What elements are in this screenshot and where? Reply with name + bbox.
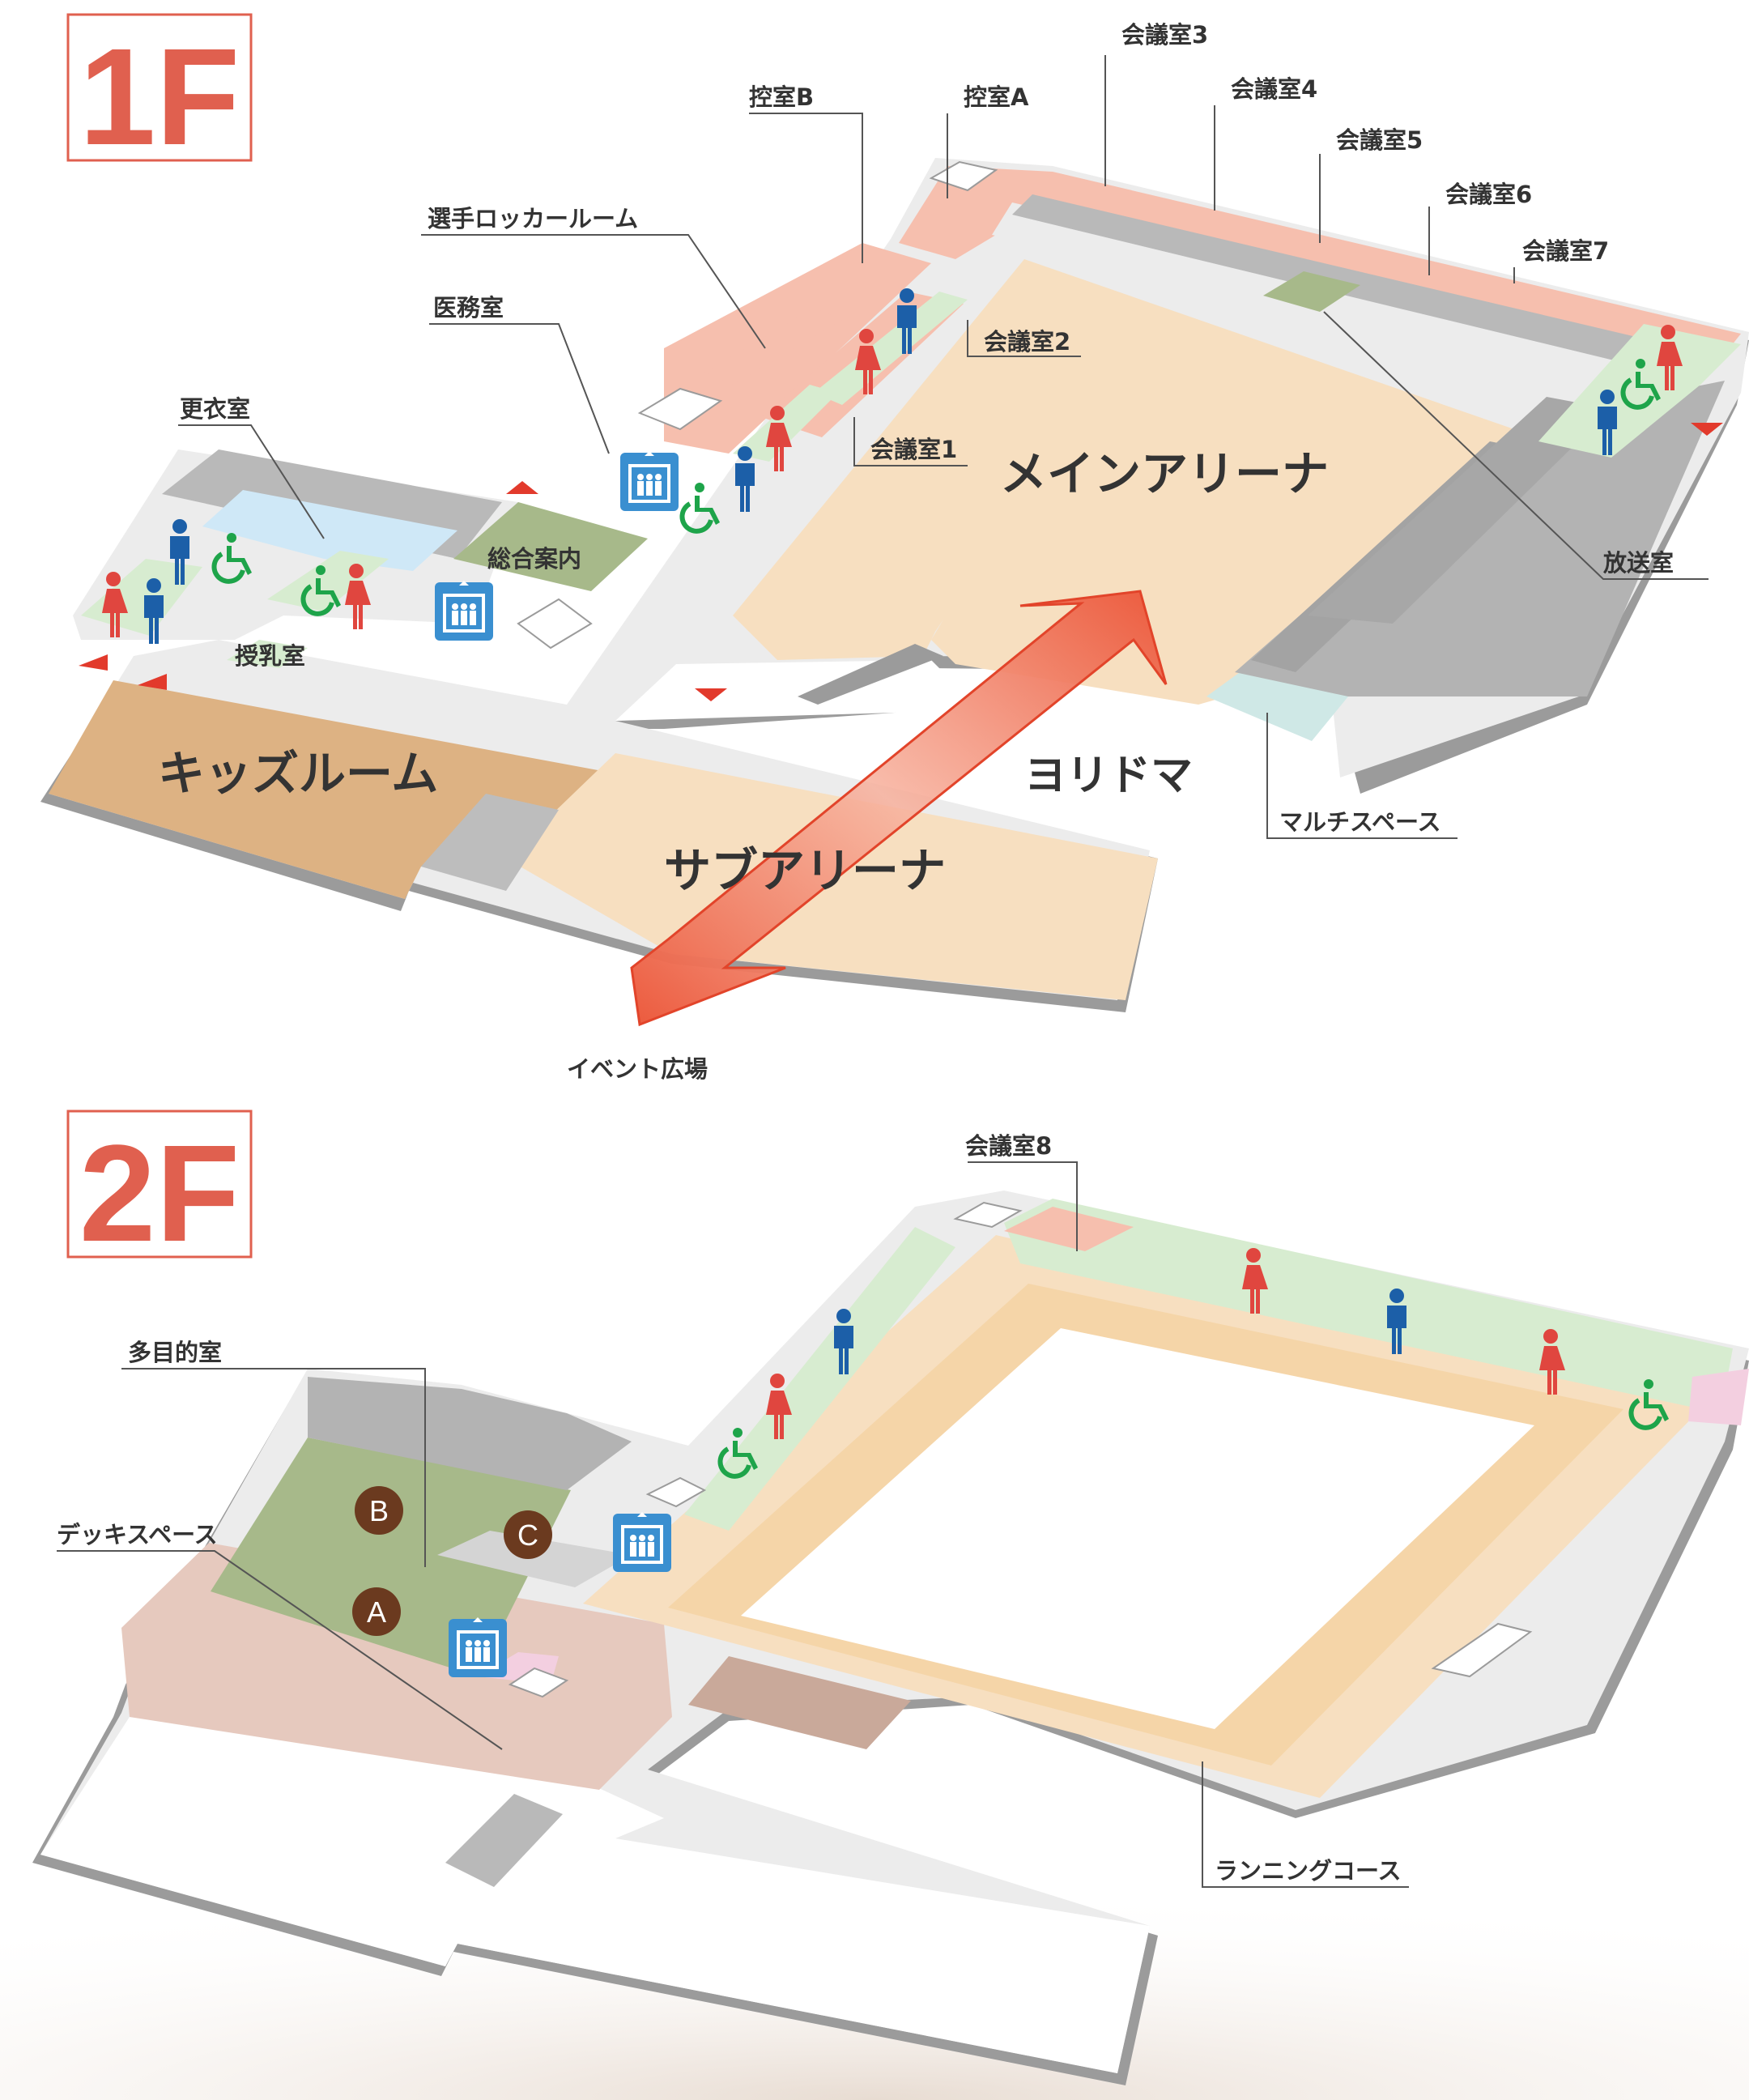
label-kaigi-5: 会議室5 xyxy=(1336,126,1423,154)
room-multi-space xyxy=(1206,664,1348,741)
room-locker xyxy=(664,243,931,454)
room-main-arena xyxy=(733,259,1514,705)
room-changing xyxy=(202,490,457,571)
label-kaigi-6: 会議室6 xyxy=(1445,181,1532,208)
label-event-plaza: イベント広場 xyxy=(567,1055,708,1083)
label-running-course: ランニングコース xyxy=(1215,1857,1402,1885)
yoridoma-arrow xyxy=(630,590,1168,1027)
room-broadcast xyxy=(1263,271,1360,312)
label-kaigi-2: 会議室2 xyxy=(984,328,1070,356)
building-2f xyxy=(32,1191,1749,2085)
callout-lines-1f xyxy=(178,55,1709,839)
room-nursing xyxy=(227,640,308,668)
room-kaigi-8 xyxy=(1004,1207,1134,1251)
label-locker-room: 選手ロッカールーム xyxy=(428,205,638,232)
label-kaigi-8: 会議室8 xyxy=(965,1132,1052,1160)
label-kaigi-4: 会議室4 xyxy=(1231,75,1317,103)
room-info xyxy=(453,502,648,591)
label-kids-room: キッズルーム xyxy=(158,746,438,801)
floor-badge-1f: 1F xyxy=(66,13,253,174)
label-info-desk: 総合案内 xyxy=(487,545,581,573)
room-multipurpose xyxy=(211,1438,571,1676)
callout-lines-2f xyxy=(57,1161,1409,1888)
floor-badge-2f: 2F xyxy=(66,1110,253,1271)
floor-badge-1f-label: 1F xyxy=(79,20,240,174)
room-b-badge: B xyxy=(355,1486,403,1535)
label-hikae-b: 控室B xyxy=(749,83,814,111)
room-a-badge: A xyxy=(352,1587,401,1636)
label-deck-space: デッキスペース xyxy=(57,1521,218,1548)
label-nursing-room: 授乳室 xyxy=(235,642,305,670)
room-c-label: C xyxy=(517,1519,538,1552)
floor-badge-2f-label: 2F xyxy=(79,1117,240,1271)
label-yoridoma: ヨリドマ xyxy=(1024,752,1193,800)
room-a-label: A xyxy=(367,1595,386,1629)
label-medical-room: 医務室 xyxy=(433,294,504,322)
label-multi-space: マルチスペース xyxy=(1279,808,1441,836)
floor-2f: 2F xyxy=(32,1110,1749,2085)
label-multipurpose-room: 多目的室 xyxy=(128,1339,222,1366)
label-broadcast-room: 放送室 xyxy=(1602,549,1674,577)
label-kaigi-3: 会議室3 xyxy=(1121,21,1208,49)
label-kaigi-1: 会議室1 xyxy=(870,436,957,463)
label-hikae-a: 控室A xyxy=(964,83,1029,111)
floor-1f: 1F xyxy=(40,13,1749,1083)
room-b-label: B xyxy=(369,1494,389,1527)
label-sub-arena: サブアリーナ xyxy=(664,843,946,898)
label-kaigi-7: 会議室7 xyxy=(1522,237,1609,265)
room-c-badge: C xyxy=(504,1510,552,1559)
label-main-arena: メインアリーナ xyxy=(1000,446,1329,501)
label-changing-room: 更衣室 xyxy=(180,395,250,423)
